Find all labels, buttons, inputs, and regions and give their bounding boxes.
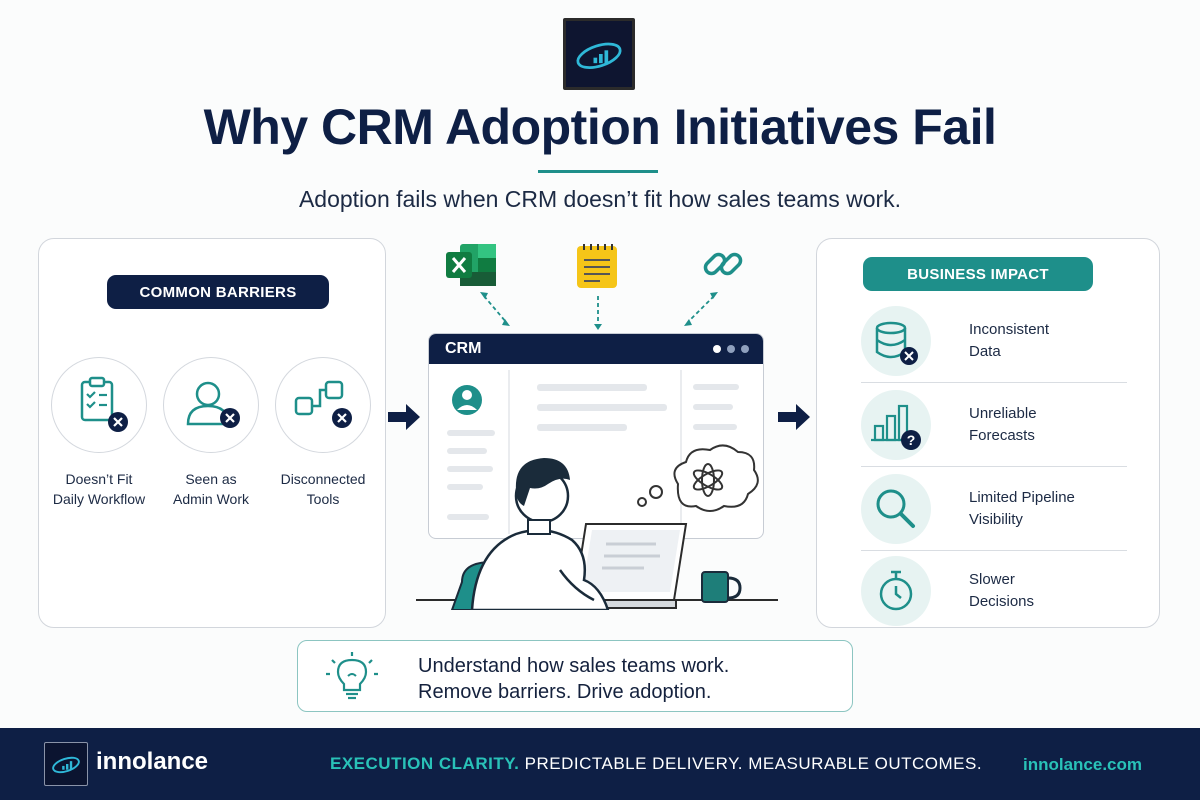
excel-icon bbox=[446, 244, 496, 286]
callout-text: Understand how sales teams work. Remove … bbox=[418, 655, 730, 703]
title-underline bbox=[538, 170, 658, 173]
page-subtitle: Adoption fails when CRM doesn’t fit how … bbox=[298, 186, 902, 212]
barriers-heading: COMMON BARRIERS bbox=[107, 275, 329, 309]
window-dots bbox=[713, 345, 749, 353]
svg-text:?: ? bbox=[907, 432, 916, 448]
footer-tagline: EXECUTION CLARITY. PREDICTABLE DELIVERY.… bbox=[330, 754, 983, 773]
bar-chart-question-icon: ? bbox=[861, 390, 931, 460]
row-divider bbox=[861, 466, 1127, 467]
clipboard-checklist-icon bbox=[51, 357, 147, 453]
brand-logo-icon bbox=[563, 18, 635, 90]
brand-name: innolance bbox=[96, 748, 209, 775]
thought-bubble-icon bbox=[637, 444, 759, 512]
person-icon bbox=[163, 357, 259, 453]
magnifier-icon bbox=[861, 474, 931, 544]
website-link[interactable]: innolance.com bbox=[1022, 755, 1142, 774]
footer-bar: innolance EXECUTION CLARITY. PREDICTABLE… bbox=[0, 728, 1200, 800]
row-divider bbox=[861, 550, 1127, 551]
person-at-laptop-illustration bbox=[416, 444, 778, 610]
crm-title-bar: CRM bbox=[429, 334, 763, 364]
notepad-icon bbox=[577, 244, 617, 288]
arrow-right-icon bbox=[388, 404, 420, 430]
database-icon bbox=[861, 306, 931, 376]
lightbulb-icon bbox=[326, 652, 378, 700]
connected-boxes-icon bbox=[275, 357, 371, 453]
coffee-mug-icon bbox=[701, 571, 742, 603]
row-divider bbox=[861, 382, 1127, 383]
footer-logo-icon bbox=[44, 742, 88, 786]
page-title: Why CRM Adoption Initiatives Fail bbox=[203, 99, 997, 155]
tool-connectors bbox=[480, 292, 718, 330]
arrow-right-icon bbox=[778, 404, 810, 430]
impact-heading: BUSINESS IMPACT bbox=[863, 257, 1093, 291]
crm-label: CRM bbox=[445, 340, 482, 357]
crm-content-placeholder bbox=[447, 370, 739, 534]
stopwatch-icon bbox=[861, 556, 931, 626]
key-message-callout: Understand how sales teams work. Remove … bbox=[297, 640, 853, 712]
link-icon bbox=[703, 252, 743, 276]
